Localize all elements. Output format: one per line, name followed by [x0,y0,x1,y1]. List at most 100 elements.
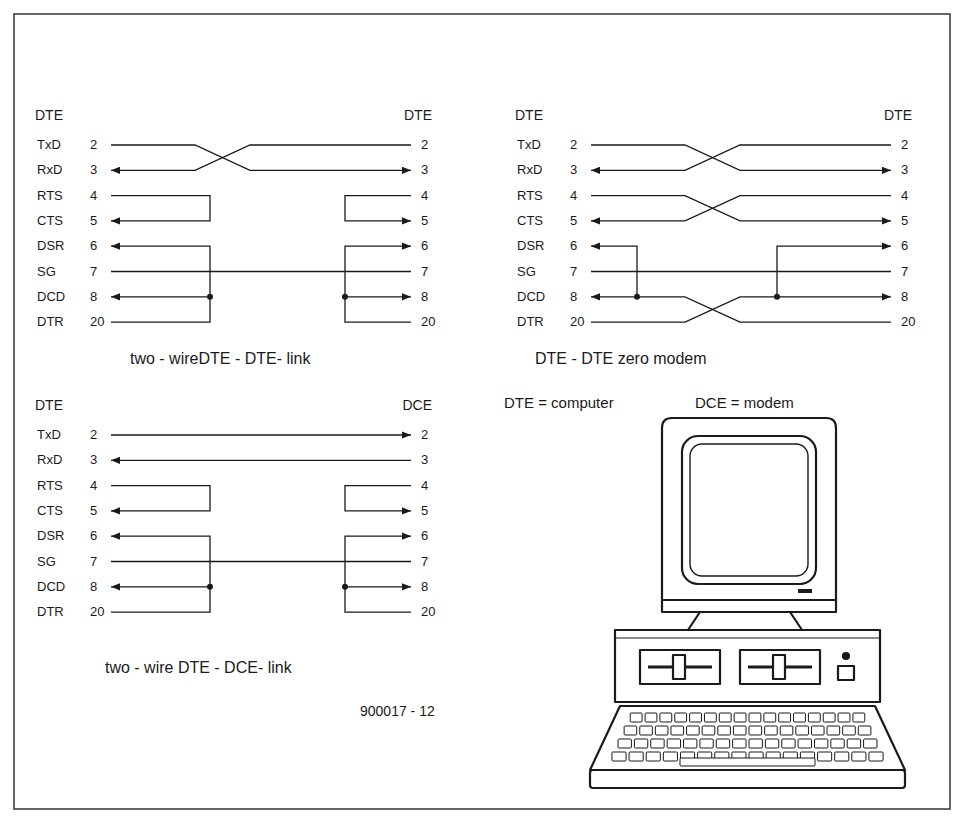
key-cap [779,713,791,722]
link-wiring [591,145,891,322]
key-cap [827,726,840,735]
signal-wire [637,297,891,322]
signal-wire [345,246,411,322]
signal-wire [777,246,891,297]
pin-number: 8 [421,580,428,594]
pin-number: 2 [570,138,577,152]
signal-name: TxD [37,428,61,442]
signal-name: RxD [37,163,62,177]
signal-wire [111,434,411,435]
key-cap [634,739,647,748]
key-cap [847,739,860,748]
key-cap [700,739,713,748]
signal-wire [111,246,210,322]
key-cap [704,713,716,722]
link-wiring [111,435,411,612]
figure-frame [14,14,950,809]
key-cap [796,726,809,735]
signal-wire [591,145,891,170]
key-cap [858,726,871,735]
signal-wire [111,536,210,612]
pin-number: 7 [570,264,577,278]
signal-name: RTS [517,188,543,202]
key-cap [646,752,660,761]
signal-name: DCD [37,580,65,594]
pin-number: 20 [901,315,915,329]
key-cap [719,713,731,722]
link-caption: DTE - DTE zero modem [535,350,707,368]
legend-note: DCE = modem [695,395,794,412]
key-cap [835,752,849,761]
monitor-base [662,600,836,612]
key-cap [749,739,762,748]
key-cap [629,752,643,761]
signal-name: CTS [37,214,63,228]
pin-number: 3 [570,163,577,177]
key-cap [687,726,700,735]
drive-latch [673,655,685,679]
key-cap [798,739,811,748]
key-cap [765,726,778,735]
signal-name: TxD [37,138,61,152]
signal-wire [111,561,411,562]
signal-wire [591,196,891,221]
pin-number: 20 [421,605,435,619]
computer-illustration [590,418,905,788]
key-cap [765,739,778,748]
pin-number: 20 [90,315,104,329]
pin-number: 5 [421,214,428,228]
key-cap [823,713,835,722]
floppy-drive [640,650,720,684]
signal-name: DTR [37,605,64,619]
pin-number: 7 [90,264,97,278]
signal-wire [345,196,411,221]
signal-name: DSR [517,239,544,253]
pin-number: 6 [90,239,97,253]
end-label: DTE [515,108,543,123]
pin-number: 4 [570,188,577,202]
monitor-screen [690,444,808,576]
key-cap [680,758,815,766]
floppy-drive [740,650,820,684]
pin-number: 5 [901,214,908,228]
pin-number: 4 [421,478,428,492]
signal-name: RxD [37,453,62,467]
pin-number: 5 [570,214,577,228]
junction-dot [207,584,213,590]
pin-number: 6 [90,529,97,543]
pin-number: 8 [90,290,97,304]
key-cap [843,726,856,735]
power-light [798,589,812,593]
signal-wire [111,145,411,170]
key-cap [655,726,668,735]
signal-name: CTS [37,504,63,518]
key-cap [814,739,827,748]
signal-name: DTR [37,315,64,329]
pin-number: 7 [421,264,428,278]
signal-name: SG [37,554,56,568]
junction-dot [207,294,213,300]
pin-number: 2 [901,138,908,152]
pin-number: 3 [901,163,908,177]
pin-number: 5 [90,504,97,518]
signal-wire [345,296,411,297]
signal-name: RTS [37,478,63,492]
key-cap [702,726,715,735]
signal-wire [591,246,637,297]
monitor-bezel [682,436,816,584]
signal-name: TxD [517,138,541,152]
end-label: DCE [402,398,432,413]
signal-name: DCD [517,290,545,304]
pin-number: 6 [421,239,428,253]
monitor-housing [662,418,836,600]
pin-number: 6 [570,239,577,253]
key-cap [667,739,680,748]
key-cap [808,713,820,722]
pin-number: 8 [90,580,97,594]
key-cap [838,713,850,722]
key-cap [630,713,642,722]
junction-dot [342,294,348,300]
signal-wire [345,486,411,511]
pin-number: 20 [570,315,584,329]
